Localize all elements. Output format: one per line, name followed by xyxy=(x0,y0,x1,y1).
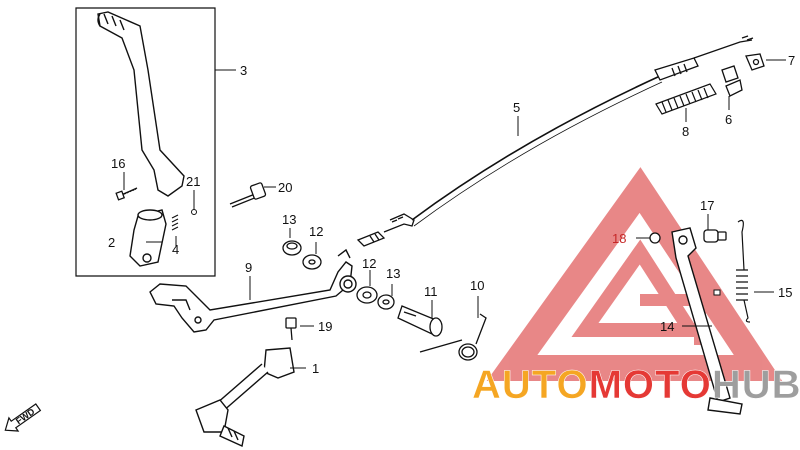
nut-6 xyxy=(721,65,743,97)
callout-18: 18 xyxy=(612,231,626,246)
bolt-17 xyxy=(703,229,727,243)
callout-15: 15 xyxy=(778,285,792,300)
watermark-hub: HUB xyxy=(712,363,800,407)
callout-13-upper: 13 xyxy=(282,212,296,227)
kick-arm xyxy=(97,11,185,197)
callout-6: 6 xyxy=(725,112,732,127)
ball-21 xyxy=(191,209,197,215)
cable-adjuster xyxy=(654,35,754,81)
watermark-moto: MOTO xyxy=(589,363,712,407)
callout-2: 2 xyxy=(108,235,115,250)
callout-13-lower: 13 xyxy=(386,266,400,281)
spring-15 xyxy=(736,219,751,323)
callout-12-lower: 12 xyxy=(362,256,376,271)
kick-starter-box xyxy=(75,7,216,277)
callout-3: 3 xyxy=(240,63,247,78)
joint-7 xyxy=(745,53,765,71)
kick-shaft xyxy=(129,209,167,267)
callout-11: 11 xyxy=(424,284,438,299)
callout-20: 20 xyxy=(278,180,292,195)
svg-text:AUTOMOTOHUB: AUTOMOTOHUB xyxy=(472,363,800,407)
shift-lever-1 xyxy=(195,347,295,448)
callout-10: 10 xyxy=(470,278,484,293)
bolt-20 xyxy=(229,182,267,208)
return-spring-10 xyxy=(419,313,487,361)
nut-18 xyxy=(649,232,661,244)
collar-12-lower xyxy=(356,286,378,304)
pivot-bolt-11 xyxy=(397,305,443,337)
watermark-auto: AUTO xyxy=(472,363,589,407)
leader-lines xyxy=(123,59,786,369)
callout-12-upper: 12 xyxy=(309,224,323,239)
bolt-16 xyxy=(115,187,138,201)
callout-8: 8 xyxy=(682,124,689,139)
washer-12-upper xyxy=(302,254,322,270)
collar-13-upper xyxy=(282,240,302,256)
spring-4 xyxy=(171,214,179,231)
callout-14: 14 xyxy=(660,319,674,334)
callout-labels: 3 16 21 2 4 20 13 12 9 12 13 11 10 19 1 … xyxy=(108,53,795,376)
spring-8 xyxy=(655,83,717,115)
callout-9: 9 xyxy=(245,260,252,275)
callout-7: 7 xyxy=(788,53,795,68)
callout-17: 17 xyxy=(700,198,714,213)
side-stand-14 xyxy=(671,227,743,415)
brake-pedal-arm xyxy=(149,248,357,333)
washer-13-lower xyxy=(377,294,395,310)
fwd-arrow: FWD xyxy=(4,403,42,432)
callout-4: 4 xyxy=(172,242,179,257)
watermark-logo xyxy=(486,167,783,381)
pin-14 xyxy=(713,289,721,296)
watermark-text: AUTOMOTOHUB xyxy=(472,363,800,408)
bolt-19 xyxy=(285,317,297,341)
callout-21: 21 xyxy=(186,174,200,189)
brake-cable xyxy=(411,75,661,221)
callout-1: 1 xyxy=(312,361,319,376)
callout-5: 5 xyxy=(513,100,520,115)
cable-end xyxy=(356,213,415,247)
callout-16: 16 xyxy=(111,156,125,171)
callout-19: 19 xyxy=(318,319,332,334)
